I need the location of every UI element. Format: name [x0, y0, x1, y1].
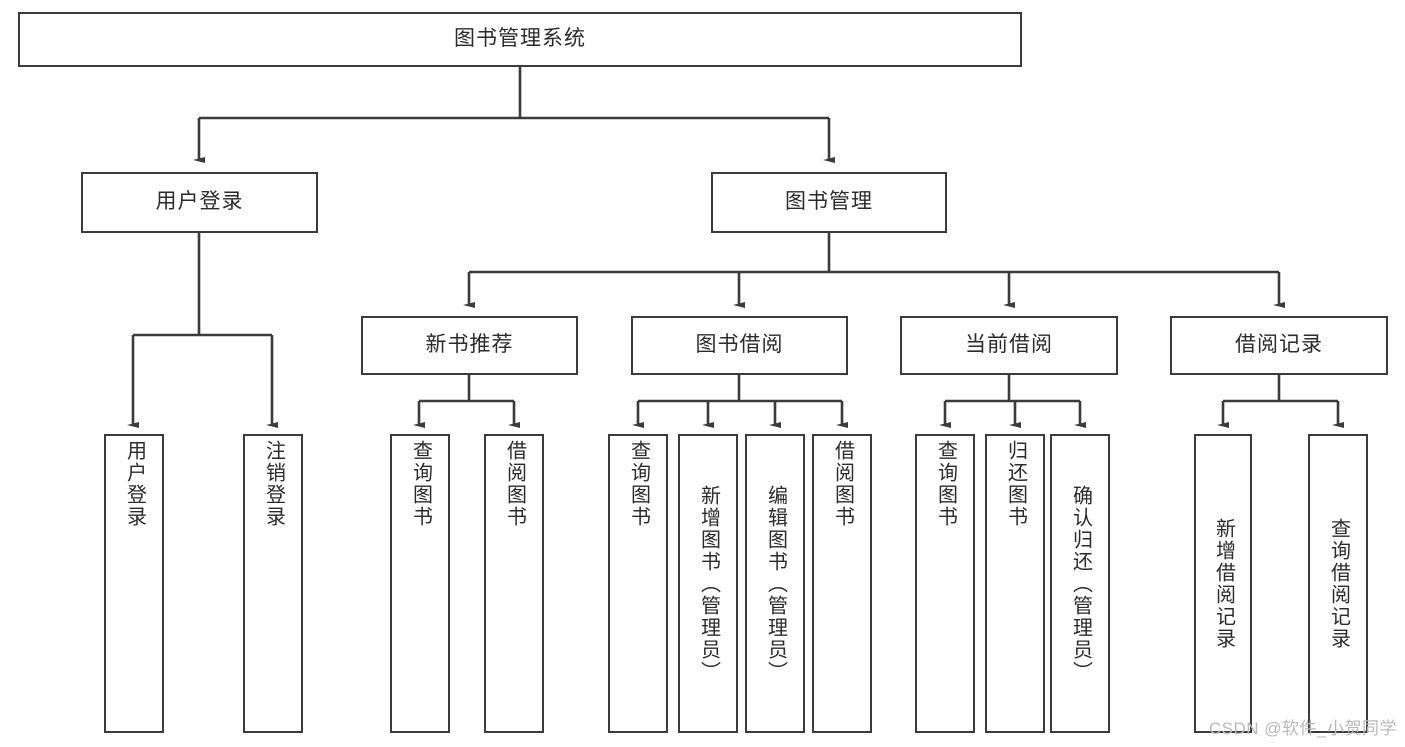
leaf-return-book[interactable]: 归还图书 — [985, 434, 1045, 733]
node-user-login[interactable]: 用户登录 — [81, 172, 318, 233]
node-book-management[interactable]: 图书管理 — [711, 172, 947, 233]
leaf-query-book-current[interactable]: 查询图书 — [915, 434, 975, 733]
leaf-query-book-borrow-label: 查询图书 — [627, 440, 650, 528]
leaf-edit-book-admin[interactable]: 编辑图书（管理员） — [745, 434, 805, 733]
leaf-edit-book-admin-label: 编辑图书（管理员） — [764, 484, 787, 683]
leaf-borrow-book-recommend[interactable]: 借阅图书 — [484, 434, 544, 733]
leaf-logout[interactable]: 注销登录 — [243, 434, 303, 733]
leaf-add-book-admin-label: 新增图书（管理员） — [697, 484, 720, 683]
leaf-borrow-book-recommend-label: 借阅图书 — [503, 440, 526, 528]
node-book-borrow[interactable]: 图书借阅 — [631, 316, 848, 375]
leaf-query-book-recommend[interactable]: 查询图书 — [390, 434, 450, 733]
leaf-query-book-recommend-label: 查询图书 — [409, 440, 432, 528]
leaf-return-book-label: 归还图书 — [1004, 440, 1027, 528]
node-root-label: 图书管理系统 — [454, 27, 586, 51]
node-current-borrow-label: 当前借阅 — [965, 333, 1053, 357]
leaf-add-borrow-record-label: 新增借阅记录 — [1212, 517, 1235, 650]
node-borrow-record[interactable]: 借阅记录 — [1170, 316, 1388, 375]
node-new-book-recommend-label: 新书推荐 — [425, 333, 514, 357]
leaf-add-book-admin[interactable]: 新增图书（管理员） — [678, 434, 738, 733]
leaf-query-borrow-record[interactable]: 查询借阅记录 — [1308, 434, 1368, 733]
leaf-confirm-return-admin-label: 确认归还（管理员） — [1069, 484, 1092, 683]
node-root[interactable]: 图书管理系统 — [18, 12, 1022, 67]
node-borrow-record-label: 借阅记录 — [1235, 333, 1323, 357]
node-user-login-label: 用户登录 — [155, 190, 244, 214]
leaf-query-book-borrow[interactable]: 查询图书 — [608, 434, 668, 733]
leaf-logout-label: 注销登录 — [262, 440, 285, 528]
node-book-borrow-label: 图书借阅 — [695, 333, 784, 357]
leaf-add-borrow-record[interactable]: 新增借阅记录 — [1194, 434, 1252, 733]
node-current-borrow[interactable]: 当前借阅 — [900, 316, 1118, 375]
leaf-user-login-label: 用户登录 — [123, 440, 146, 528]
leaf-borrow-book[interactable]: 借阅图书 — [812, 434, 872, 733]
node-new-book-recommend[interactable]: 新书推荐 — [361, 316, 578, 375]
leaf-query-book-current-label: 查询图书 — [934, 440, 957, 528]
leaf-confirm-return-admin[interactable]: 确认归还（管理员） — [1050, 434, 1110, 733]
leaf-borrow-book-label: 借阅图书 — [831, 440, 854, 528]
node-book-management-label: 图书管理 — [785, 190, 873, 214]
leaf-user-login[interactable]: 用户登录 — [104, 434, 164, 733]
leaf-query-borrow-record-label: 查询借阅记录 — [1327, 517, 1350, 650]
